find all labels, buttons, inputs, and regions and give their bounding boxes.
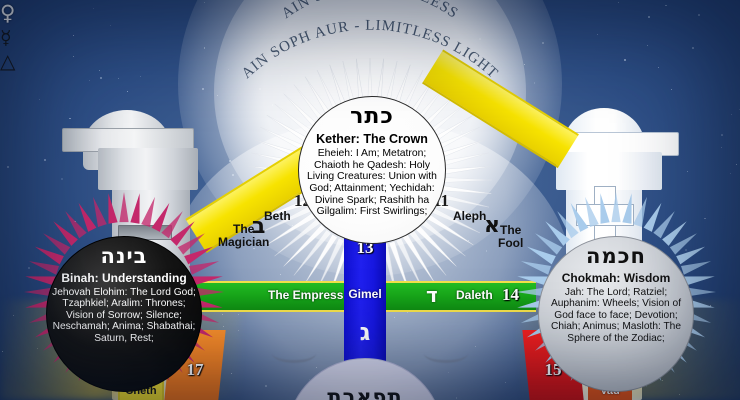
path-17-number: 17 [186, 360, 204, 379]
path-14-letter: Daleth [456, 288, 493, 302]
sephira-kether[interactable]: כתר Kether: The Crown Eheieh: I Am; Meta… [298, 96, 446, 244]
binah-title: Binah: Understanding [61, 271, 187, 285]
sephira-tiphareth[interactable]: תפארת [286, 358, 444, 400]
kether-hebrew: כתר [350, 104, 394, 129]
left-pillar-upper-block [98, 148, 198, 190]
chokmah-body: Jah: The Lord; Ratziel; Auphanim: Wheels… [550, 287, 682, 344]
path-12-tarot-line2: Magician [218, 235, 270, 249]
path-12-hebrew-beth: ב [252, 214, 266, 239]
venus-icon: ♀ [0, 1, 16, 25]
path-14-number: 14 [502, 285, 519, 304]
path-13-hebrew-gimel: ג [359, 318, 371, 346]
air-triangle-icon: △ [0, 49, 16, 73]
binah-hebrew: בינה [100, 244, 148, 268]
chokmah-hebrew: חכמה [586, 244, 646, 268]
path-11-letter: Aleph [453, 209, 487, 223]
chokmah-title: Chokmah: Wisdom [561, 271, 671, 285]
binah-body: Jehovah Elohim: The Lord God; Tzaphkiel;… [52, 287, 196, 344]
path-13-letter: Gimel [348, 287, 382, 301]
kether-title: Kether: The Crown [316, 132, 428, 146]
kether-body: Eheieh: I Am; Metatron; Chaioth he Qades… [307, 148, 437, 218]
path-11-hebrew-aleph: א [484, 213, 501, 238]
path-12-tarot-line1: The [233, 222, 255, 236]
path-14-hebrew-daleth: ד [426, 283, 438, 307]
tiphareth-hebrew: תפארת [327, 385, 403, 400]
path-11-tarot-line1: The [500, 223, 522, 237]
right-pillar-upper-block [556, 152, 662, 190]
body-contour-inner-right [424, 344, 468, 363]
body-contour-inner-left [272, 344, 316, 363]
path-11-tarot-line2: Fool [498, 236, 524, 250]
mercury-icon: ☿ [0, 27, 12, 49]
sephira-binah[interactable]: בינה Binah: Understanding Jehovah Elohim… [46, 236, 202, 392]
path-12-letter: Beth [264, 209, 291, 223]
sephira-chokmah[interactable]: חכמה Chokmah: Wisdom Jah: The Lord; Ratz… [538, 236, 694, 392]
path-14-tarot: The Empress [268, 288, 344, 302]
